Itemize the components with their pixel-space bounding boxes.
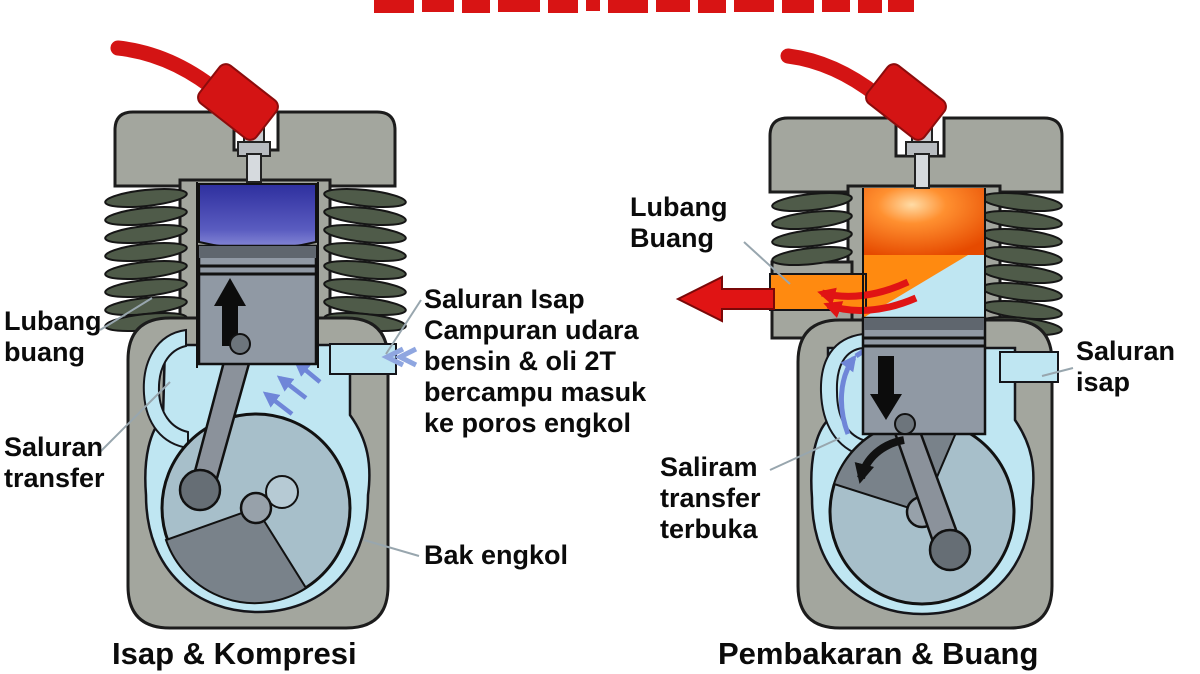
cylinder-head: [113, 110, 397, 188]
right-engine-illustration: [675, 48, 1064, 630]
label-lubang-buang-right: Lubang Buang: [630, 192, 728, 253]
crank-pin: [178, 468, 222, 512]
mixture-flow-arrows: [262, 360, 322, 416]
label-saluran-isap-left: Saluran Isap Campuran udara bensin & oli…: [424, 284, 647, 438]
cylinder-head: [768, 116, 1064, 194]
intake-channel: [999, 351, 1059, 383]
wrist-pin: [894, 413, 916, 435]
wrist-pin: [229, 333, 251, 355]
burned-gas-wedge: [863, 255, 968, 318]
exhaust-out-arrow: [675, 275, 775, 323]
leader-lines: [99, 241, 1074, 557]
caption-isap-kompresi: Isap & Kompresi: [112, 636, 357, 671]
piston-down-arrow: [870, 356, 902, 420]
label-saluran-transfer: Saluran transfer: [4, 432, 105, 493]
piston: [861, 316, 987, 436]
combustion-chamber: [198, 183, 317, 250]
piston: [197, 244, 318, 366]
combustion-glow: [863, 188, 985, 255]
spark-plug-cap: [865, 63, 947, 141]
spark-plug-cap: [197, 63, 279, 141]
crank-rotation-arrow: [854, 436, 905, 484]
label-bak-engkol: Bak engkol: [424, 540, 569, 570]
cooling-fins-right: [771, 192, 1063, 336]
left-engine-illustration: [104, 40, 418, 630]
intake-channel: [329, 343, 397, 375]
intake-flow-chevrons: [381, 346, 418, 368]
label-saliran-transfer: Saliram transfer terbuka: [660, 452, 761, 544]
label-lubang-buang-left: Lubang buang: [4, 306, 102, 367]
label-saluran-isap-right: Saluran isap: [1076, 336, 1176, 397]
cropped-title-fragment: [374, 0, 914, 13]
caption-pembakaran-buang: Pembakaran & Buang: [718, 636, 1039, 671]
crank-pin: [928, 528, 972, 572]
